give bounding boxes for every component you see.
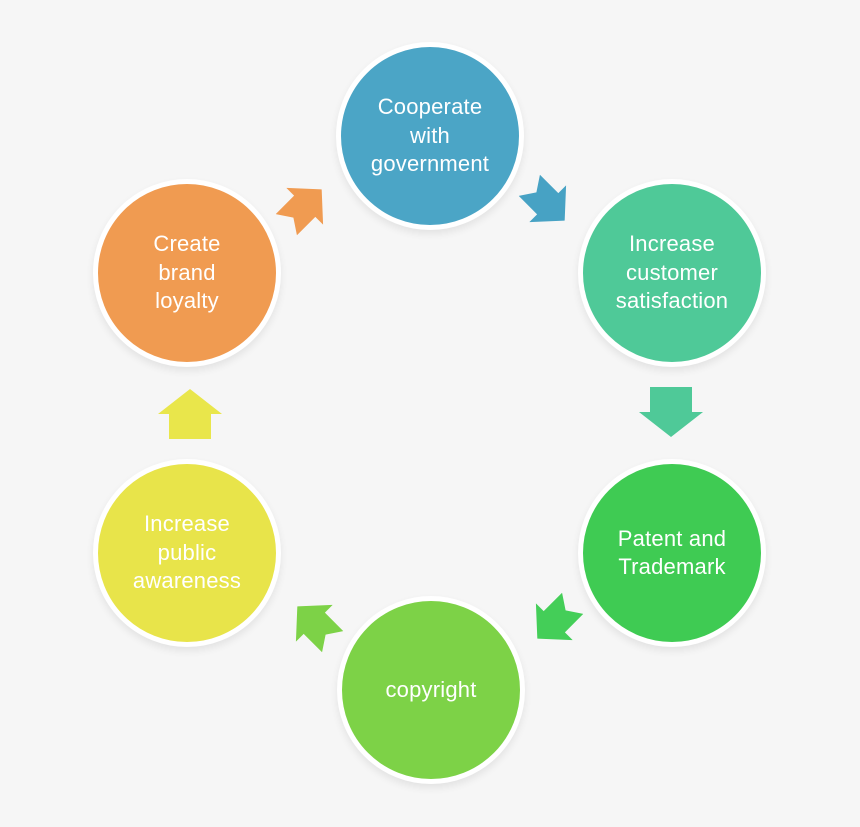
arrow-shape bbox=[275, 187, 324, 236]
arrow-shape bbox=[535, 592, 584, 641]
block-arrow-south-icon bbox=[639, 387, 703, 437]
node-label-cooperate-with-government: Cooperate with government bbox=[370, 94, 490, 177]
node-copyright: copyright bbox=[337, 596, 525, 784]
block-arrow-northeast-icon bbox=[275, 187, 324, 236]
node-increase-customer-satisfaction: Increase customer satisfaction bbox=[578, 179, 766, 367]
arrow-shape bbox=[158, 389, 222, 439]
node-label-patent-and-trademark: Patent and Trademark bbox=[617, 525, 727, 579]
block-arrow-southeast-icon bbox=[518, 174, 567, 223]
block-arrow-southwest-icon bbox=[535, 592, 584, 641]
node-label-increase-customer-satisfaction: Increase customer satisfaction bbox=[615, 231, 729, 314]
block-arrow-northwest-icon bbox=[295, 604, 344, 653]
node-patent-and-trademark: Patent and Trademark bbox=[578, 459, 766, 647]
node-increase-public-awareness: Increase public awareness bbox=[93, 459, 281, 647]
arrow-shape bbox=[518, 174, 567, 223]
arrow-shape bbox=[639, 387, 703, 437]
node-label-increase-public-awareness: Increase public awareness bbox=[132, 511, 242, 594]
node-create-brand-loyalty: Create brand loyalty bbox=[93, 179, 281, 367]
node-label-create-brand-loyalty: Create brand loyalty bbox=[153, 231, 221, 314]
node-label-copyright: copyright bbox=[385, 676, 477, 702]
block-arrow-north-icon bbox=[158, 389, 222, 439]
node-cooperate-with-government: Cooperate with government bbox=[336, 42, 524, 230]
arrow-shape bbox=[295, 604, 344, 653]
